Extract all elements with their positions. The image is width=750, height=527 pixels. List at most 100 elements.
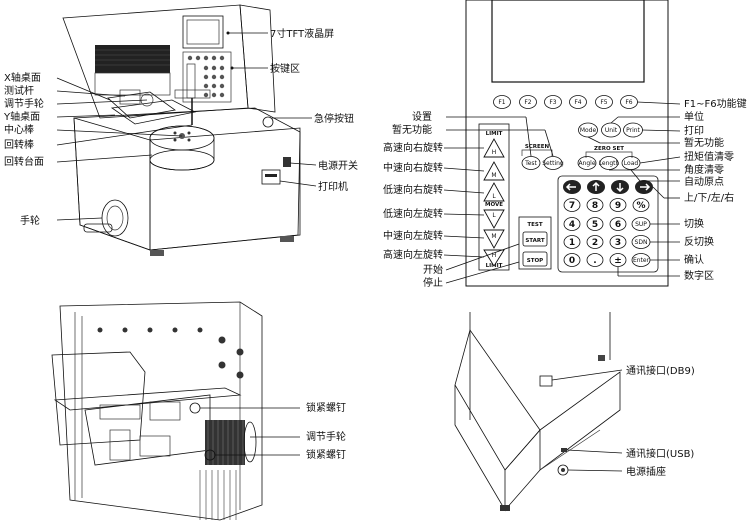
sdn-button[interactable]: SDN <box>635 239 648 246</box>
load-zero-button[interactable]: Load <box>624 160 639 167</box>
label-print: 打印 <box>684 124 704 137</box>
label-angle-zero: 角度清零 <box>684 163 724 176</box>
label-unit: 单位 <box>684 110 704 123</box>
label-torque-zero: 扭矩值清零 <box>684 150 734 163</box>
high-speed-left-button[interactable]: H <box>492 252 497 259</box>
label-no-function-left: 暂无功能 <box>392 123 432 136</box>
f3-key[interactable]: F3 <box>549 99 556 106</box>
label-rotary-table: 回转台面 <box>4 155 44 168</box>
sup-button[interactable]: SUP <box>635 221 647 228</box>
key-percent[interactable]: % <box>636 201 645 211</box>
key-dot[interactable]: . <box>593 256 596 266</box>
length-zero-button[interactable]: Length <box>599 160 620 167</box>
label-no-function-right: 暂无功能 <box>684 136 724 149</box>
lock-screw-icon <box>189 402 201 414</box>
label-high-right: 高速向右旋转 <box>383 141 443 154</box>
key-6[interactable]: 6 <box>615 220 621 230</box>
key-0[interactable]: 0 <box>569 256 575 266</box>
high-speed-right-button[interactable]: H <box>492 149 497 156</box>
zero-set-group-label: ZERO SET <box>594 146 624 152</box>
label-auto-origin: 自动原点 <box>684 175 724 188</box>
label-printer: 打印机 <box>318 180 348 193</box>
f1-key[interactable]: F1 <box>498 99 505 106</box>
f4-key[interactable]: F4 <box>574 99 581 106</box>
angle-zero-button[interactable]: Angle <box>578 160 595 167</box>
hand-wheel-icon <box>83 199 129 237</box>
key-1[interactable]: 1 <box>569 238 575 248</box>
label-direction: 上/下/左/右 <box>684 191 734 204</box>
label-mid-left: 中速向左旋转 <box>383 229 443 242</box>
arrow-keys[interactable] <box>563 180 653 194</box>
knurled-wheel-icon <box>205 420 257 465</box>
f5-key[interactable]: F5 <box>600 99 607 106</box>
label-power-socket: 电源插座 <box>626 465 666 478</box>
label-lock-screw-1: 锁紧螺钉 <box>306 401 346 414</box>
setting-button[interactable]: Setting <box>542 160 564 167</box>
key-8[interactable]: 8 <box>592 201 598 211</box>
machine-callouts <box>56 31 317 221</box>
detail-illustration <box>51 301 263 521</box>
label-hand-wheel: 手轮 <box>20 214 40 227</box>
key-plusminus[interactable]: ± <box>614 256 622 266</box>
label-power-switch: 电源开关 <box>318 159 358 172</box>
emergency-stop-icon <box>262 116 274 128</box>
label-db9-port: 通讯接口(DB9) <box>626 364 695 377</box>
function-keys: F1 F2 F3 F4 F5 F6 <box>493 95 638 109</box>
label-mid-right: 中速向右旋转 <box>383 161 443 174</box>
back-callouts <box>551 369 623 472</box>
label-usb-port: 通讯接口(USB) <box>626 447 694 460</box>
label-center-rod: 中心棒 <box>4 123 34 136</box>
label-emergency-stop: 急停按钮 <box>314 112 354 125</box>
label-numeric-area: 数字区 <box>684 269 714 282</box>
f2-key[interactable]: F2 <box>524 99 531 106</box>
panel-lcd <box>491 0 645 83</box>
detail-callouts <box>200 407 300 456</box>
enter-button[interactable]: Enter <box>633 257 650 264</box>
printer-icon <box>261 169 281 185</box>
low-speed-right-button[interactable]: L <box>492 193 496 200</box>
key-7[interactable]: 7 <box>569 201 575 211</box>
label-f1-f6: F1~F6功能键 <box>684 97 747 110</box>
label-rotary-rod: 回转棒 <box>4 138 34 151</box>
label-x-table: X轴桌面 <box>4 71 41 84</box>
machine-illustration <box>62 4 301 256</box>
move-label: MOVE <box>485 202 503 208</box>
label-adjust-wheel-detail: 调节手轮 <box>306 430 346 443</box>
test-group-label: TEST <box>527 222 542 228</box>
limit-top-label: LIMIT <box>486 131 503 137</box>
key-5[interactable]: 5 <box>592 220 598 230</box>
stop-button[interactable]: STOP <box>527 258 543 264</box>
label-y-table: Y轴桌面 <box>3 110 40 123</box>
label-start: 开始 <box>423 263 443 276</box>
tft-screen <box>182 15 224 49</box>
key-9[interactable]: 9 <box>615 201 621 211</box>
mid-speed-right-button[interactable]: M <box>491 172 496 179</box>
back-view-illustration <box>454 312 621 512</box>
label-switch: 切换 <box>684 217 704 230</box>
key-2[interactable]: 2 <box>592 238 598 248</box>
label-stop: 停止 <box>423 276 443 289</box>
start-button[interactable]: START <box>525 238 545 244</box>
print-button[interactable]: Print <box>626 127 640 134</box>
key-4[interactable]: 4 <box>569 220 575 230</box>
label-tft-screen: 7寸TFT液晶屏 <box>270 27 334 40</box>
rotary-table <box>149 125 215 171</box>
mode-button[interactable]: Mode <box>580 127 597 134</box>
f6-key[interactable]: F6 <box>625 99 632 106</box>
usb-port-icon <box>561 448 567 452</box>
label-settings: 设置 <box>412 111 432 123</box>
label-keypad-area: 按键区 <box>270 62 300 75</box>
panel-left-callouts <box>443 116 554 284</box>
test-screen-button[interactable]: Test <box>524 160 537 167</box>
panel-right-callouts <box>587 101 681 277</box>
label-high-left: 高速向左旋转 <box>383 248 443 261</box>
machine-keypad <box>182 51 232 103</box>
low-speed-left-button[interactable]: L <box>492 212 496 219</box>
mid-speed-left-button[interactable]: M <box>491 233 496 240</box>
unit-button[interactable]: Unit <box>605 127 618 134</box>
label-confirm: 确认 <box>684 253 704 266</box>
key-3[interactable]: 3 <box>615 238 621 248</box>
power-switch-icon <box>283 157 291 167</box>
label-low-right: 低速向右旋转 <box>383 183 443 196</box>
